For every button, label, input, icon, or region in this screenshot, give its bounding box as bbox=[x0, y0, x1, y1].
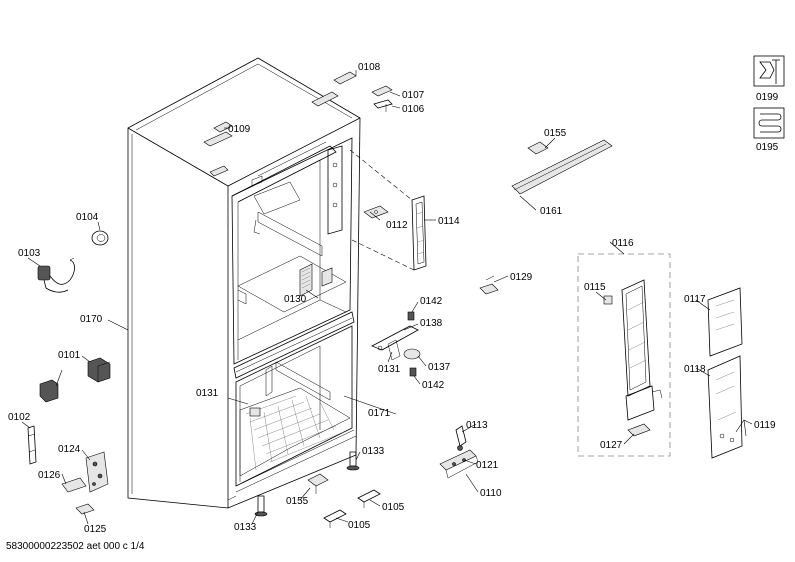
part-0105-a bbox=[357, 489, 381, 508]
label-0195: 0195 bbox=[756, 142, 779, 153]
label-0142-bottom: 0142 bbox=[422, 380, 445, 391]
label-0199: 0199 bbox=[756, 92, 779, 103]
part-0110-hinge bbox=[439, 449, 479, 479]
part-0112 bbox=[363, 205, 389, 219]
part-0142-bottom bbox=[409, 367, 417, 377]
label-0142-top: 0142 bbox=[420, 296, 443, 307]
label-0112: 0112 bbox=[386, 220, 408, 231]
label-0129: 0129 bbox=[510, 272, 533, 283]
part-0107 bbox=[371, 85, 393, 97]
label-0170: 0170 bbox=[80, 314, 103, 325]
cabinet-housing bbox=[127, 57, 361, 509]
part-0115 bbox=[603, 295, 613, 305]
label-0118: 0118 bbox=[684, 364, 706, 375]
part-0137 bbox=[403, 348, 421, 360]
part-0127 bbox=[627, 423, 651, 437]
part-0102 bbox=[27, 425, 37, 465]
label-0131-left: 0131 bbox=[196, 388, 219, 399]
part-0105-b bbox=[323, 509, 347, 528]
label-0121: 0121 bbox=[476, 460, 499, 471]
label-0105-b: 0105 bbox=[348, 520, 371, 531]
part-0161-strip bbox=[511, 139, 613, 195]
label-0126: 0126 bbox=[38, 470, 61, 481]
label-0109: 0109 bbox=[228, 124, 251, 135]
label-0106: 0106 bbox=[402, 104, 425, 115]
part-0109 bbox=[213, 121, 233, 133]
label-0108: 0108 bbox=[358, 62, 381, 73]
label-0130: 0130 bbox=[284, 294, 307, 305]
label-0115: 0115 bbox=[584, 282, 606, 293]
part-0155-clip-top bbox=[527, 141, 549, 155]
label-0133-left: 0133 bbox=[234, 522, 257, 533]
label-0116: 0116 bbox=[612, 238, 634, 249]
part-number-labels: 0108 0107 0106 0109 0155 0161 0104 0103 … bbox=[8, 62, 779, 535]
label-0107: 0107 bbox=[402, 90, 425, 101]
part-0129 bbox=[479, 275, 499, 295]
part-0118-panel bbox=[707, 355, 743, 459]
part-0103-cable bbox=[37, 257, 75, 293]
label-0102: 0102 bbox=[8, 412, 31, 423]
label-0161: 0161 bbox=[540, 206, 563, 217]
part-0117-panel bbox=[707, 287, 743, 357]
label-0138: 0138 bbox=[420, 318, 443, 329]
label-0110: 0110 bbox=[480, 488, 502, 499]
label-0155-bottom: 0155 bbox=[286, 496, 309, 507]
part-0155-clip-bottom bbox=[307, 473, 329, 494]
part-0108 bbox=[333, 71, 357, 85]
label-0171: 0171 bbox=[368, 408, 391, 419]
part-0126 bbox=[61, 477, 87, 493]
label-0127: 0127 bbox=[600, 440, 623, 451]
label-0105-a: 0105 bbox=[382, 502, 405, 513]
label-0125: 0125 bbox=[84, 524, 107, 535]
leader-lines bbox=[21, 70, 753, 525]
part-0113 bbox=[455, 425, 467, 451]
label-0104: 0104 bbox=[76, 212, 99, 223]
part-0133-foot-right bbox=[346, 451, 360, 471]
part-0104 bbox=[91, 230, 109, 246]
part-0133-foot-left bbox=[254, 495, 268, 517]
label-0137: 0137 bbox=[428, 362, 451, 373]
label-0114: 0114 bbox=[438, 216, 460, 227]
part-0142-top bbox=[407, 311, 415, 321]
label-0117: 0117 bbox=[684, 294, 706, 305]
part-0106 bbox=[373, 99, 393, 112]
part-0101 bbox=[39, 357, 111, 403]
label-0101: 0101 bbox=[58, 350, 81, 361]
part-0125 bbox=[75, 503, 95, 515]
label-0113: 0113 bbox=[466, 420, 488, 431]
label-0155-top: 0155 bbox=[544, 128, 567, 139]
part-0124-hinge-plate bbox=[85, 451, 109, 493]
label-0119: 0119 bbox=[754, 420, 776, 431]
document-id-footer: 58300000223502 aet 000 c 1/4 bbox=[6, 541, 145, 552]
part-0114 bbox=[411, 195, 427, 271]
coil-heater-icon bbox=[753, 107, 785, 139]
label-0124: 0124 bbox=[58, 444, 81, 455]
label-0103: 0103 bbox=[18, 248, 41, 259]
wrench-service-icon bbox=[753, 55, 785, 87]
label-0133-right: 0133 bbox=[362, 446, 385, 457]
label-0131-right: 0131 bbox=[378, 364, 401, 375]
